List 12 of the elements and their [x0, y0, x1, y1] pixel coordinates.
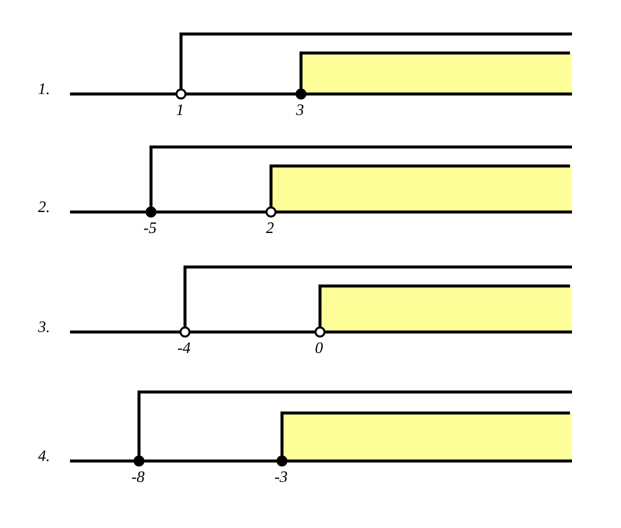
point-label: -3 — [274, 469, 288, 487]
point-label: 0 — [315, 340, 323, 358]
row-number: 1. — [38, 81, 50, 99]
row-number: 3. — [38, 319, 50, 337]
point-label: -4 — [177, 340, 191, 358]
point-label: -5 — [143, 220, 157, 238]
row-number: 2. — [38, 199, 50, 217]
point-label: 1 — [176, 102, 184, 120]
point-label: 3 — [296, 102, 304, 120]
point-label: -8 — [131, 469, 145, 487]
point-label: 2 — [266, 220, 274, 238]
row-number: 4. — [38, 448, 50, 466]
